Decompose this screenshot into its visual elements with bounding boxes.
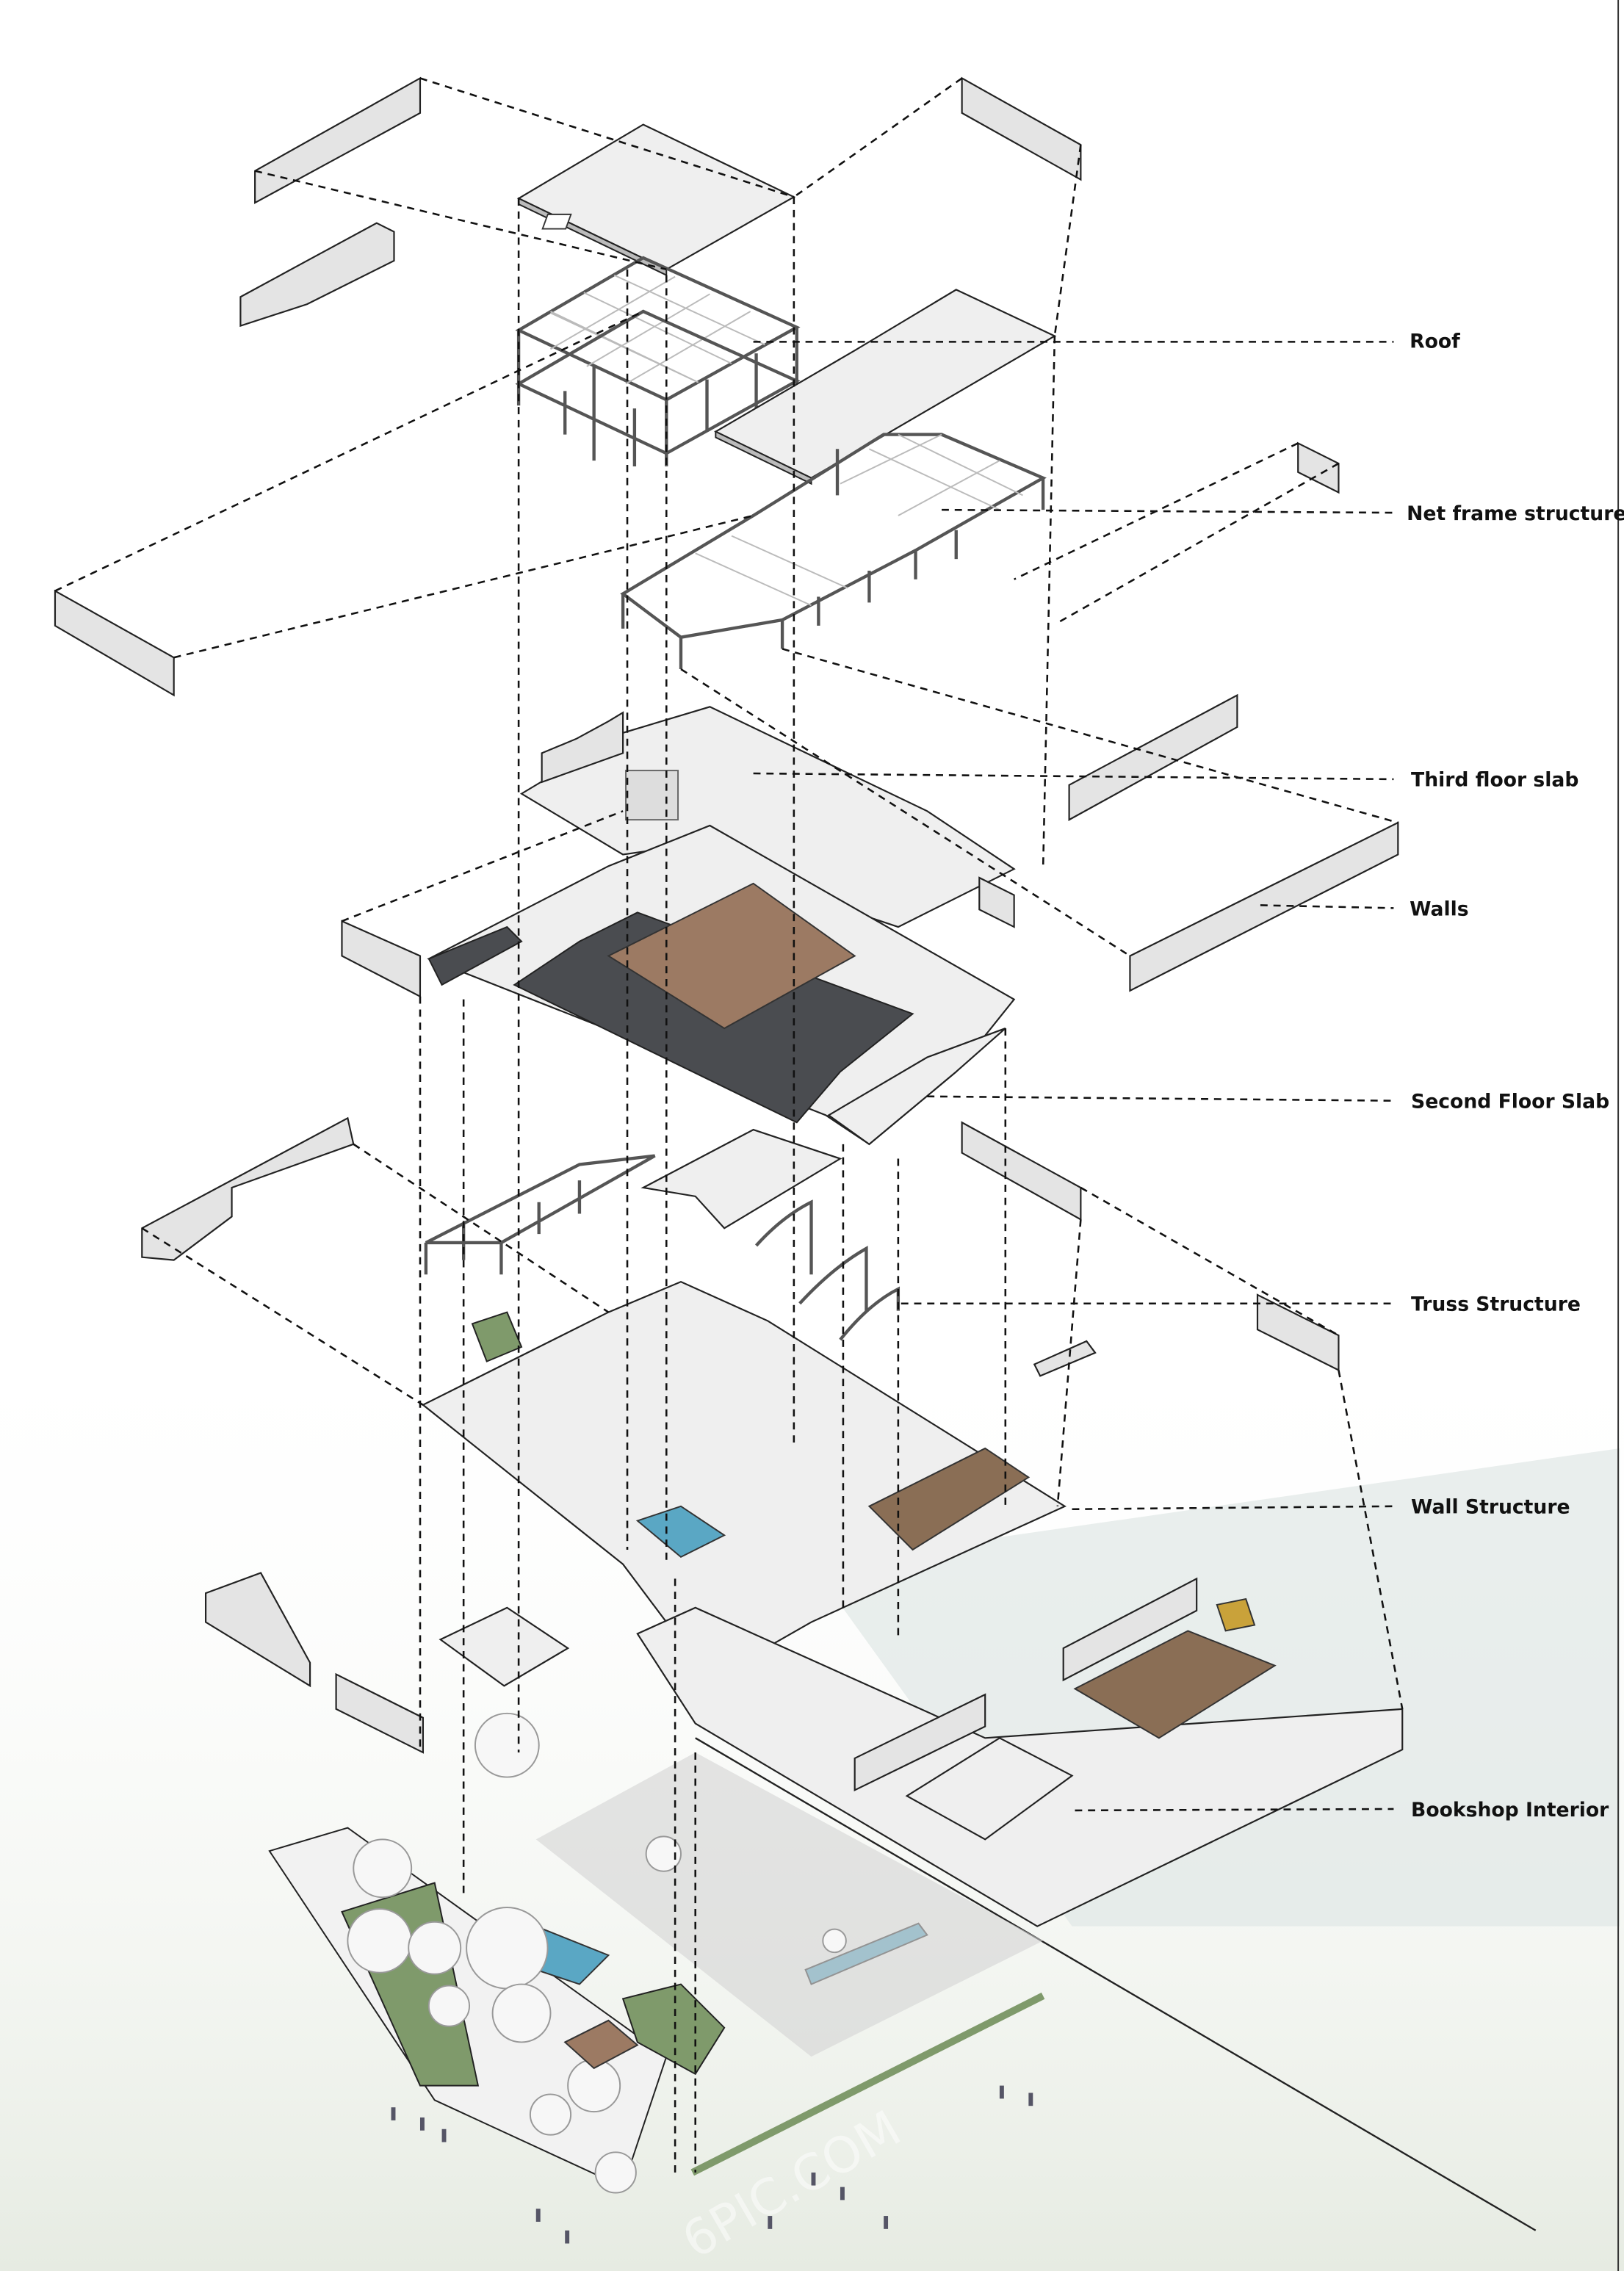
bookshop-wall-panel [853,1693,986,1792]
site-edge-green [690,1992,1045,2176]
label-net-frame-text: Net frame structure [1407,502,1624,525]
lawn-front [621,1983,726,2076]
roof-wall-left [254,76,422,204]
label-second-floor: Second Floor Slab [927,1091,1609,1113]
site-boundary [695,1737,1537,2231]
connector-lines [54,77,1404,2173]
trees [347,1712,847,2194]
roof-wall-stair [239,222,395,328]
ground-wall-left-2 [335,1672,425,1754]
roof-extension-slab [714,289,1057,479]
roof-extension-edge [715,430,812,485]
bookshop-rooms [905,1737,1074,1841]
third-slab-wall-fragment [541,711,624,784]
walls-left-panel [341,920,422,998]
skylight [541,213,572,230]
landscape-site [268,1712,1537,2244]
walls-panel-right [1068,693,1238,821]
glass-box [625,770,679,821]
second-floor-slab [427,824,1082,1230]
label-bookshop: Bookshop Interior [1075,1799,1609,1822]
people [391,2085,1033,2244]
roof-frame-cube [515,256,801,466]
label-wall-structure-text: Wall Structure [1411,1496,1570,1519]
net-frame-structure [620,433,1047,670]
amphitheatre [439,1606,570,1687]
label-truss: Truss Structure [901,1293,1581,1316]
bookshop-shelving [1073,1630,1277,1739]
second-wall-right [961,1121,1082,1221]
truss-arch [754,1199,901,1341]
label-walls: Walls [1260,898,1469,920]
walls-long-right [1129,821,1399,992]
second-slab-front [640,1128,842,1230]
ground-plan [421,1280,1067,1681]
bookshop-yellow-box [1216,1597,1256,1632]
bookshop-interior [853,1597,1277,1841]
label-roof: Roof [753,330,1460,353]
label-wall-structure: Wall Structure [1072,1496,1570,1519]
label-net-frame: Net frame structure [942,502,1624,525]
wall-structure-left [141,1116,355,1261]
roof-wall-right [961,76,1082,181]
wall-structure-right [1256,1293,1340,1372]
walls-panel-small [978,876,1015,928]
building-shadow [535,1752,1044,2057]
label-third-floor-text: Third floor slab [1411,769,1578,792]
label-roof-text: Roof [1410,330,1460,353]
label-walls-text: Walls [1410,898,1468,920]
dark-roof-left [427,925,523,986]
label-second-floor-text: Second Floor Slab [1411,1091,1609,1113]
wall-fragment-bent [1033,1340,1097,1377]
net-wall-right [1297,441,1340,494]
courtyard-seat [563,2019,639,2070]
third-floor-slab [341,693,1399,998]
ground-green-corner [471,1311,523,1362]
timber-grid-room [867,1447,1031,1551]
roof-slab [516,123,796,271]
truss-structure [141,1116,1340,1377]
roof-level [54,76,1340,697]
second-slab-wing [827,1028,1006,1146]
label-bookshop-text: Bookshop Interior [1411,1799,1609,1822]
net-wall-left [54,589,175,697]
label-third-floor: Third floor slab [753,769,1578,792]
label-truss-text: Truss Structure [1411,1293,1581,1316]
ground-wall-left [204,1572,311,1688]
ground-wall-right [1062,1577,1198,1682]
